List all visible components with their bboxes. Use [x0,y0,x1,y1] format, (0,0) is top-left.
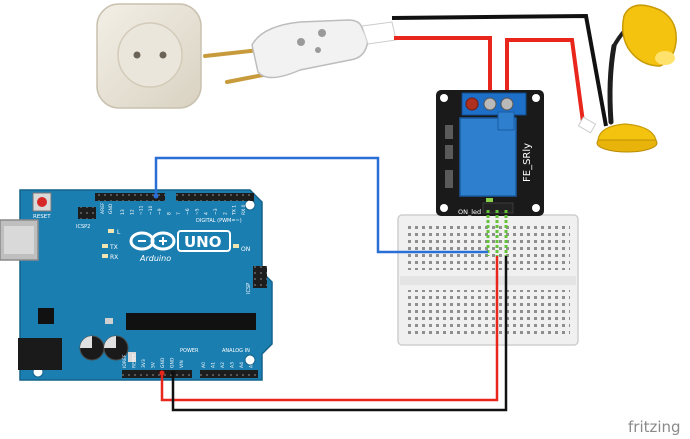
analog-pin-label-0: A0 [201,362,207,368]
digital-pin-label-3: ~10 [148,205,154,215]
icsp-header [253,266,267,288]
digital-pin-label-11: 2 [222,212,228,215]
desk-lamp [577,4,677,153]
digital-pin-label-5: 8 [167,212,173,215]
analog-pin-label-4: A4 [239,362,245,368]
vcc-red-wire [160,256,499,402]
brand-uno: UNO [184,233,222,251]
analog-pin-label-5: A5 [249,362,255,368]
brand-arduino: Arduino [139,254,171,263]
relay-pin-jumpers [486,210,508,256]
analog-pin-label-3: A3 [230,362,236,368]
socket-hole-right [159,51,167,59]
digital-pin-label-6: 7 [176,212,182,215]
digital-pin-label-10: ~3 [213,208,219,215]
icsp-label: ICSP [246,283,252,294]
analog-pin-label-2: A2 [220,362,226,368]
digital-pin-label-12: TX 1 [232,205,238,216]
led-tx-label: TX [109,244,118,251]
power-pin-label-3: 5V [151,361,157,368]
relay-body [459,117,517,197]
digital-pin-label-0: 13 [120,209,126,215]
led-rx-label: RX [110,254,118,261]
aref-label: AREF [100,202,106,214]
relay-module: FE_SRly ON_led [436,90,544,216]
digital-pin-label-8: ~5 [194,208,200,215]
mains-wires [391,13,608,127]
digital-pin-label-13: RX 0 [241,204,247,215]
digital-label: DIGITAL (PWM=~) [196,218,242,224]
icsp2-label: ICSP2 [76,224,90,230]
socket-hole-left [133,51,141,59]
arduino-pcb [19,189,273,381]
power-pin-label-1: RESET [132,353,138,368]
digital-pin-label-4: ~9 [157,208,163,215]
arduino-logo: UNO Arduino [129,230,231,263]
mains-plug [203,19,397,84]
power-label: POWER [180,348,199,354]
small-chip [38,308,54,324]
relay-red-wire-to-lamp [505,38,585,123]
digital-pin-label-1: 12 [129,209,135,215]
power-pin-label-5: GND [170,357,176,368]
fritzing-logo: fritzing [628,418,681,436]
power-header [122,370,192,378]
mains-black-wire [391,13,608,127]
relay-led-label: ON_led [458,208,481,216]
analog-label: ANALOG IN [222,348,250,354]
reset-label: RESET [33,214,51,220]
lamp-base [597,123,657,141]
power-pin-label-4: GND [160,357,166,368]
gnd-label: GND [108,203,114,214]
on-label: ON [241,246,250,253]
plug-pin-top [203,48,262,58]
relay-label: FE_SRly [522,143,533,182]
wall-socket [96,3,202,109]
analog-header [200,370,258,378]
power-jack [18,338,62,370]
signal-blue-wire [154,156,488,254]
breadboard [397,214,579,346]
power-pin-label-0: IOREF [122,354,128,368]
mains-red-wire-to-relay [394,36,492,103]
digital-pin-label-2: ~11 [139,205,145,215]
led-l-label: L [117,229,121,236]
power-pin-label-2: 3V3 [141,359,147,368]
analog-pin-label-1: A1 [211,362,217,368]
signal-wires [153,156,508,412]
gnd-black-wire [171,256,508,412]
atmega-chip [126,313,256,330]
digital-pin-label-7: ~6 [185,208,191,215]
digital-header-right [176,193,254,201]
digital-pin-label-9: 4 [204,212,210,215]
power-pin-label-6: VIN [179,360,185,368]
digital-header-left [95,193,165,201]
